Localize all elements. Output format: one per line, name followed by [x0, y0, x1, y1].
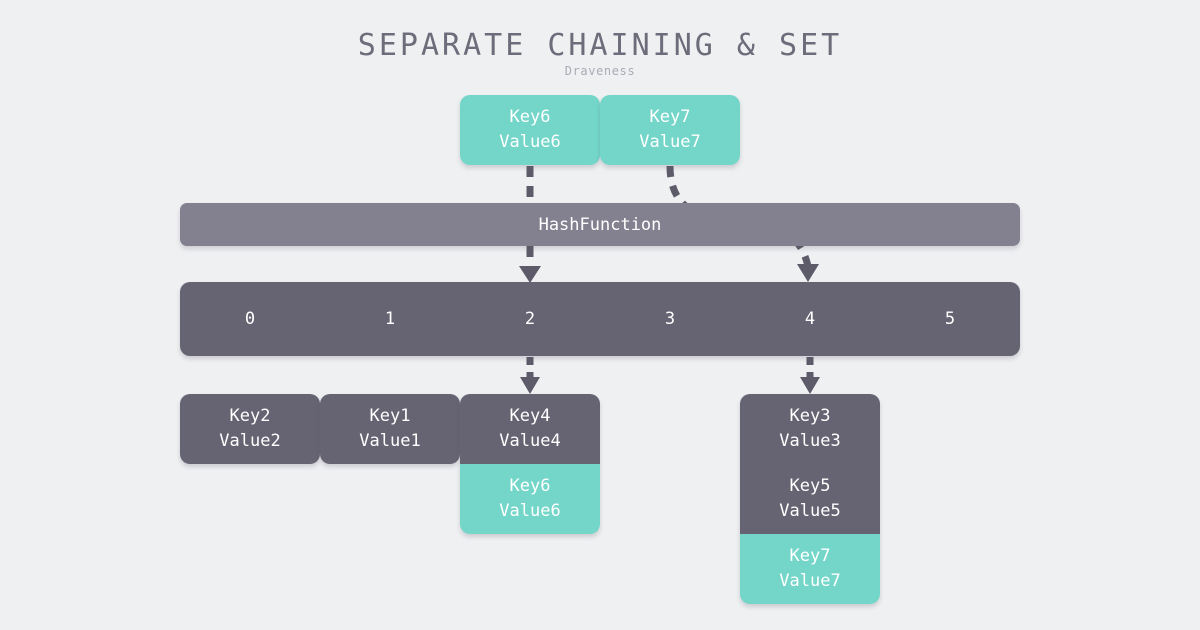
- index-cell-3: 3: [664, 309, 676, 329]
- bucket-4-entry-2-key: Key7: [789, 546, 831, 566]
- index-cell-0: 0: [244, 309, 256, 329]
- hash-table-index-bar: 0 1 2 3 4 5: [180, 282, 1020, 356]
- bucket-2-entry-1: Key6 Value6: [460, 464, 600, 534]
- index-cell-5: 5: [944, 309, 956, 329]
- bucket-1-entry-0-key: Key1: [369, 406, 411, 426]
- input-node-key7: Key7 Value7: [600, 95, 740, 165]
- bucket-chain-1: Key1 Value1: [320, 394, 460, 464]
- bucket-2-entry-0-value: Value4: [499, 431, 561, 451]
- bucket-4-entry-2-value: Value7: [779, 571, 841, 591]
- bucket-2-entry-0-key: Key4: [509, 406, 551, 426]
- index-cell-1: 1: [384, 309, 396, 329]
- arrow-index2-to-bucket2-head: [520, 377, 540, 394]
- bucket-4-entry-1: Key5 Value5: [740, 464, 880, 534]
- bucket-4-entry-1-value: Value5: [779, 501, 841, 521]
- input-node-key6-key: Key6: [509, 107, 551, 127]
- bucket-4-entry-2: Key7 Value7: [740, 534, 880, 604]
- arrow-key6-to-index2-head: [519, 266, 541, 283]
- bucket-chain-2: Key4 Value4 Key6 Value6: [460, 394, 600, 534]
- index-cell-2: 2: [524, 309, 536, 329]
- page-subtitle: Draveness: [564, 64, 636, 78]
- hash-function-label: HashFunction: [538, 214, 662, 235]
- hash-function-bar: HashFunction: [180, 203, 1020, 246]
- bucket-4-entry-0: Key3 Value3: [740, 394, 880, 464]
- bucket-chain-0: Key2 Value2: [180, 394, 320, 464]
- bucket-2-entry-1-key: Key6: [509, 476, 551, 496]
- bucket-4-entry-1-key: Key5: [789, 476, 831, 496]
- arrow-key7-to-index4-head: [797, 264, 819, 282]
- bucket-1-entry-0: Key1 Value1: [320, 394, 460, 464]
- input-node-key7-key: Key7: [649, 107, 691, 127]
- bucket-1-entry-0-value: Value1: [359, 431, 421, 451]
- bucket-4-entry-0-key: Key3: [789, 406, 831, 426]
- bucket-2-entry-0: Key4 Value4: [460, 394, 600, 464]
- bucket-chain-4: Key3 Value3 Key5 Value5 Key7 Value7: [740, 394, 880, 604]
- bucket-0-entry-0-value: Value2: [219, 431, 281, 451]
- page-title: SEPARATE CHAINING & SET: [357, 28, 843, 63]
- input-node-key7-value: Value7: [639, 132, 701, 152]
- arrow-index4-to-bucket4-head: [800, 377, 820, 394]
- bucket-2-entry-1-value: Value6: [499, 501, 561, 521]
- index-cell-4: 4: [804, 309, 816, 329]
- input-node-key6: Key6 Value6: [460, 95, 600, 165]
- input-node-key6-value: Value6: [499, 132, 561, 152]
- bucket-0-entry-0: Key2 Value2: [180, 394, 320, 464]
- bucket-0-entry-0-key: Key2: [229, 406, 271, 426]
- bucket-4-entry-0-value: Value3: [779, 431, 841, 451]
